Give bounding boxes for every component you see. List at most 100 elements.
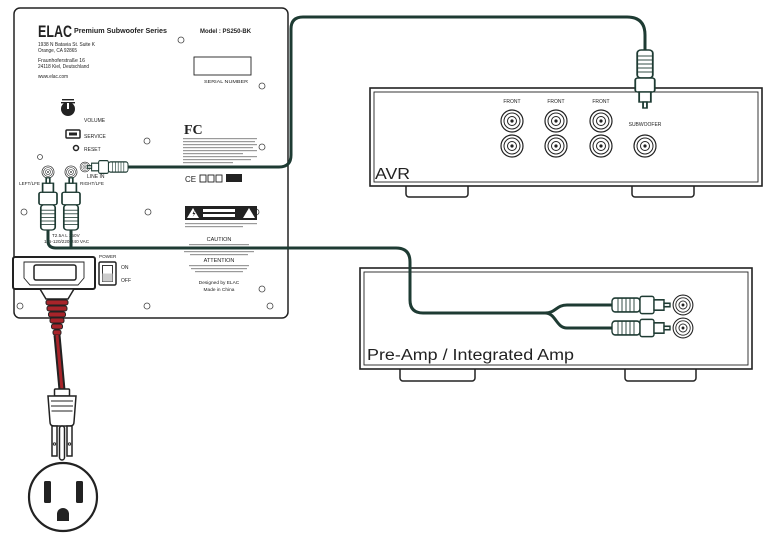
power-switch-rocker-off-half: [102, 273, 113, 282]
volume-knob-grip: [61, 102, 75, 104]
outlet-slot-right: [76, 481, 83, 503]
wall-outlet: [27, 461, 99, 533]
preamp-cable-left-run: [46, 228, 547, 315]
outlet-slot-left: [44, 481, 51, 503]
cord-core: [55, 334, 64, 391]
fine-print-line: [183, 141, 255, 143]
attention-text: [189, 265, 249, 273]
screw-hole: [258, 143, 266, 151]
elac-logo: ELAC: [38, 22, 72, 41]
reset-button: [72, 144, 80, 152]
iec-connector-head: [33, 264, 77, 281]
ce-mark: CE: [185, 175, 196, 184]
screw-hole: [144, 208, 152, 216]
fine-print-line: [190, 254, 248, 256]
preamp-output-jack: [672, 294, 694, 316]
fine-print-line: [195, 271, 243, 273]
preamp-stereo-cable: [46, 228, 614, 330]
certification-mark: [215, 174, 223, 183]
preamp-output-jack: [672, 317, 694, 339]
left-lfe-label: LEFT/LFE: [19, 181, 40, 186]
plug-prong: [66, 425, 73, 457]
fine-print-line: [185, 226, 243, 228]
model-label: Model : PS250-BK: [200, 28, 251, 35]
power-switch-label: POWER: [99, 254, 117, 259]
right-lfe-jack: [64, 165, 78, 179]
avr-front-jack: [544, 109, 568, 133]
screw-hole: [266, 302, 274, 310]
left-lfe-jack: [41, 165, 55, 179]
certification-mark: [226, 174, 242, 182]
avr-front-jack: [544, 134, 568, 158]
website: www.elac.com: [38, 74, 68, 80]
strain-relief-rib: [48, 311, 66, 318]
fine-print-line: [191, 268, 247, 270]
certification-mark: [199, 174, 207, 183]
address-line: 1938 N Batavia St. Suite K: [38, 42, 96, 48]
address-block: 1938 N Batavia St. Suite K Orange, CA 92…: [38, 42, 96, 80]
fine-print-line: [183, 144, 257, 146]
avr-front-jack: [589, 134, 613, 158]
prong-hole: [52, 442, 57, 446]
voltage-rating-label: 115-120/220-240 VAC: [44, 239, 90, 244]
strain-relief-rib: [45, 299, 69, 306]
plug-collar: [53, 388, 71, 397]
prong-hole: [67, 442, 72, 446]
fcc-logo: FC: [184, 123, 203, 138]
lightning-bolt-icon: [192, 210, 196, 217]
power-cord: [38, 288, 76, 391]
fine-print-line: [183, 150, 257, 152]
strain-relief-rib: [49, 317, 65, 324]
power-plug: [47, 388, 77, 461]
screw-hole: [143, 137, 151, 145]
avr-front-label: FRONT: [503, 99, 520, 105]
line-in-label: LINE IN: [87, 174, 105, 180]
preamp-unit: Pre-Amp / Integrated Amp: [359, 267, 753, 382]
made-in-label: Made in China: [204, 287, 235, 293]
attention-heading: ATTENTION: [204, 258, 235, 264]
preamp-label: Pre-Amp / Integrated Amp: [367, 347, 574, 364]
power-on-label: ON: [121, 265, 129, 271]
avr-unit: FRONT FRONT FRONT SUBWOOFER AVR: [369, 87, 763, 198]
volume-knob-grip: [62, 99, 74, 101]
series-title: Premium Subwoofer Series: [74, 26, 167, 35]
fine-print-line: [185, 223, 257, 225]
preamp-chassis-bevel: [363, 271, 749, 366]
power-off-label: OFF: [121, 278, 131, 284]
fine-print-line: [183, 159, 251, 161]
certification-mark: [207, 174, 215, 183]
address-line: 24118 Kiel, Deutschland: [38, 64, 89, 70]
fine-print-line: [183, 138, 257, 140]
screw-hole: [20, 208, 28, 216]
caution-heading: CAUTION: [207, 237, 232, 243]
avr-subwoofer-cable: [126, 15, 647, 169]
preamp-cable-lower-branch: [543, 311, 614, 330]
volume-control: [61, 99, 75, 116]
reset-label: RESET: [84, 147, 101, 153]
right-lfe-label: RIGHT/LFE: [80, 181, 104, 186]
avr-chassis-bevel: [373, 91, 759, 183]
avr-front-jack: [500, 134, 524, 158]
strain-relief-rib: [46, 305, 68, 312]
fine-print-line: [183, 162, 233, 164]
outlet-ground-hole: [57, 508, 69, 521]
screw-hole: [143, 302, 151, 310]
serial-number-box: [193, 56, 252, 76]
fine-print-line: [183, 147, 253, 149]
fcc-statement-text: [183, 138, 257, 164]
avr-chassis: [369, 87, 763, 187]
volume-knob-marker: [67, 103, 69, 109]
fine-print-line: [183, 156, 257, 158]
strain-relief-rib: [52, 329, 62, 336]
warning-label: [185, 206, 257, 228]
avr-cable-line: [126, 15, 647, 169]
plug-ground-pin: [58, 425, 66, 461]
service-label: SERVICE: [84, 134, 107, 140]
warning-text-block: [203, 209, 235, 212]
fine-print-line: [189, 265, 249, 267]
volume-label: VOLUME: [84, 118, 106, 124]
screw-hole: [258, 82, 266, 90]
iec-power-inlet: [12, 256, 96, 290]
avr-front-label: FRONT: [592, 99, 609, 105]
